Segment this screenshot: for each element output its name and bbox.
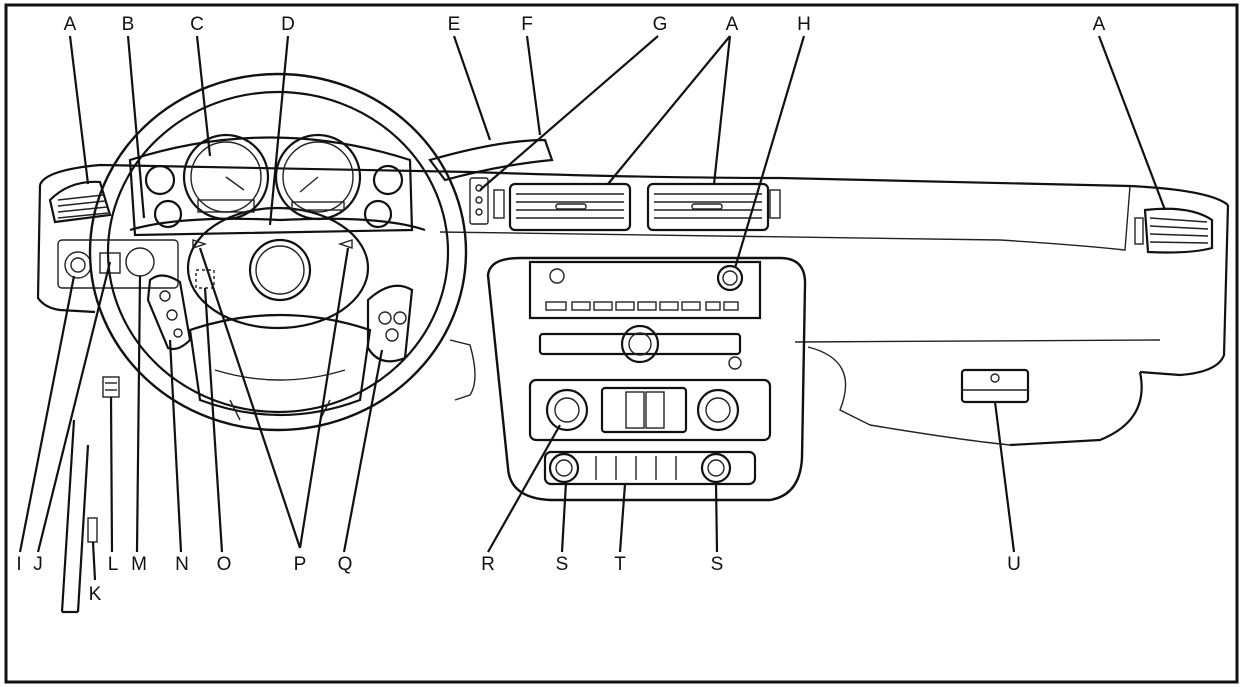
callout-S1: S [556,554,569,575]
center-stack [486,256,807,502]
left-switch-panel [57,239,179,289]
callout-J: J [33,554,43,575]
right-vent [1134,207,1214,254]
dashboard-outline [36,163,1230,447]
callout-U: U [1007,554,1021,575]
lower-left-column [60,376,120,614]
diagram-border [4,3,1239,684]
callout-T: T [614,554,626,575]
callout-A3: A [1093,14,1106,35]
instrument-cluster-drawing [128,133,414,237]
callout-P: P [294,554,307,575]
callout-N: N [175,554,189,575]
callout-C: C [190,14,204,35]
callout-K: K [89,584,102,605]
glove-box-latch [960,368,1030,404]
center-vents [508,182,770,232]
callout-B: B [122,14,135,35]
callout-labels: A B C D E F G A H A I J K L M N O P Q R … [16,14,1105,605]
leader-lines [18,35,1167,581]
left-vent [48,180,112,224]
callout-F: F [521,14,533,35]
callout-R: R [481,554,495,575]
callout-H: H [797,14,811,35]
callout-S2: S [711,554,724,575]
callout-M: M [131,554,147,575]
callout-I: I [16,554,21,575]
callout-A1: A [64,14,77,35]
center-top-drawing [428,138,781,225]
steering-wheel-drawing [88,72,468,432]
callout-E: E [448,14,461,35]
callout-G: G [653,14,668,35]
callout-A2: A [726,14,739,35]
callout-D: D [281,14,295,35]
callout-L: L [108,554,119,575]
callout-O: O [217,554,232,575]
callout-Q: Q [338,554,353,575]
